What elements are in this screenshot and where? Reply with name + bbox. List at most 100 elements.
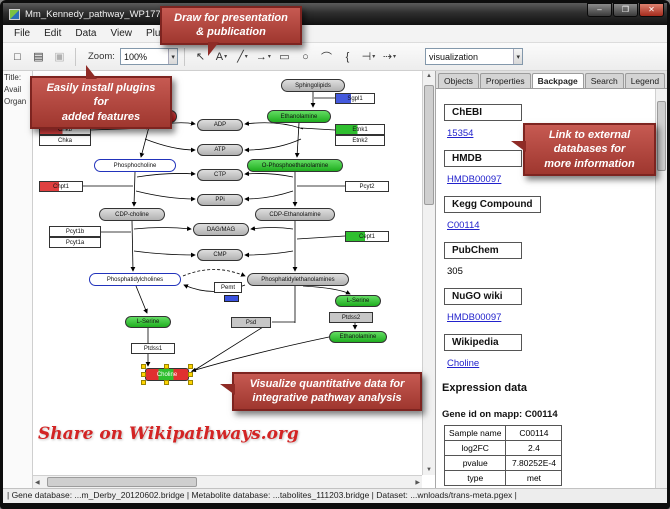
info-field-title: Title: <box>4 73 22 82</box>
pathway-node-cept1[interactable]: Cept1 <box>345 231 389 242</box>
pathway-node-ctp[interactable]: CTP <box>197 169 243 181</box>
share-on-wikipathways-text: Share on Wikipathways.org <box>38 424 299 444</box>
scroll-right-icon[interactable]: ▶ <box>415 480 420 486</box>
pathway-node-phosphatidylethanolamines[interactable]: Phosphatidylethanolamines <box>247 273 349 286</box>
menu-file[interactable]: File <box>14 28 31 39</box>
pathway-node-ethanolamine[interactable]: Ethanolamine <box>329 331 387 343</box>
canvas-vertical-scrollbar[interactable]: ▲ ▼ <box>422 71 435 475</box>
pathway-node-atp[interactable]: ATP <box>197 144 243 156</box>
title-bar[interactable]: Mm_Kennedy_pathway_WP1771_45176.gpml – ❐… <box>3 3 667 25</box>
selection-handle[interactable] <box>141 380 146 385</box>
scroll-left-icon[interactable]: ◀ <box>35 480 40 486</box>
chevron-down-icon: ▾ <box>393 54 397 60</box>
canvas-horizontal-scrollbar[interactable]: ◀ ▶ <box>33 475 422 488</box>
menu-data[interactable]: Data <box>75 28 97 39</box>
pathway-node-sphingolipids[interactable]: Sphingolipids <box>281 79 345 92</box>
pathway-node-chpt1[interactable]: Chpt1 <box>39 181 83 192</box>
pathway-node-phosphatidylcholines[interactable]: Phosphatidylcholines <box>89 273 181 286</box>
tab-backpage[interactable]: Backpage <box>531 73 584 89</box>
pathway-node-l-serine[interactable]: L-Serine <box>335 295 381 307</box>
database-header: Kegg Compound <box>444 196 541 213</box>
pathway-node-ptdss1[interactable]: Ptdss1 <box>131 343 175 354</box>
horizontal-scroll-thumb[interactable] <box>47 477 197 487</box>
pathway-node-pcyt1b[interactable]: Pcyt1b <box>49 226 101 237</box>
tab-objects[interactable]: Objects <box>438 73 479 88</box>
panel-scroll-thumb[interactable] <box>657 101 666 171</box>
minimize-button[interactable]: – <box>587 3 612 17</box>
pathway-node-chka[interactable]: Chka <box>39 135 91 146</box>
kegg-link[interactable]: C00114 <box>447 220 480 231</box>
selection-handle[interactable] <box>188 380 193 385</box>
selection-handle[interactable] <box>188 371 193 377</box>
vertical-scroll-thumb[interactable] <box>424 85 434 205</box>
arc-tool-button[interactable]: ⌒ <box>317 47 336 66</box>
callout-line: integrative pathway analysis <box>252 392 402 405</box>
wikipedia-link[interactable]: Choline <box>447 358 480 369</box>
backpage-section-chebi: ChEBI 15354 <box>444 102 651 139</box>
tab-search[interactable]: Search <box>584 73 624 88</box>
zoom-value: 100% <box>123 51 147 62</box>
pathway-node-pcyt2[interactable]: Pcyt2 <box>345 181 389 192</box>
scroll-down-icon[interactable]: ▼ <box>426 467 432 473</box>
callout-visualize: Visualize quantitative data for integrat… <box>220 372 422 411</box>
scroll-up-icon[interactable]: ▲ <box>426 73 432 79</box>
new-file-button[interactable]: □ <box>8 47 27 66</box>
chevron-down-icon: ▾ <box>372 54 376 60</box>
brace-tool-button[interactable]: { <box>338 47 357 66</box>
nugo-link[interactable]: HMDB00097 <box>447 312 502 323</box>
pathway-node-ethanolamine[interactable]: Ethanolamine <box>267 110 331 123</box>
label-tool-button[interactable]: A▾ <box>212 47 231 66</box>
rectangle-tool-button[interactable]: ▭ <box>275 47 294 66</box>
oval-tool-button[interactable]: ○ <box>296 47 315 66</box>
close-button[interactable]: ✕ <box>639 3 664 17</box>
oval-tool-icon: ○ <box>302 50 309 63</box>
pathway-node-etnk1[interactable]: Etnk1 <box>335 124 385 135</box>
zoom-combobox[interactable]: 100% <box>119 48 178 65</box>
hmdb-link[interactable]: HMDB00097 <box>447 174 502 185</box>
selection-handle[interactable] <box>188 364 193 369</box>
selection-handle[interactable] <box>141 364 146 369</box>
callout-line: Draw for presentation <box>174 12 288 24</box>
pathway-node-l-serine[interactable]: L-Serine <box>125 316 171 328</box>
open-folder-button[interactable]: ▤ <box>29 47 48 66</box>
pathway-node-cdp-ethanolamine[interactable]: CDP-Ethanolamine <box>255 208 335 221</box>
selection-handle[interactable] <box>141 371 146 377</box>
pathway-node-pcyt1a[interactable]: Pcyt1a <box>49 237 101 248</box>
maximize-button[interactable]: ❐ <box>613 3 638 17</box>
pathway-node-ppi[interactable]: PPi <box>197 194 243 206</box>
pathway-node-cdp-choline[interactable]: CDP-choline <box>99 208 165 221</box>
selection-handle[interactable] <box>164 364 169 369</box>
pathway-node-unlabeled[interactable] <box>224 295 239 302</box>
line-tool-button[interactable]: ╱▾ <box>233 47 252 66</box>
save-button[interactable]: ▣ <box>50 47 69 66</box>
table-cell: log2FC <box>443 440 507 456</box>
mim-interaction-tool-button[interactable]: ⇢▾ <box>380 47 399 66</box>
pathway-node-dag-mag[interactable]: DAG/MAG <box>193 223 249 236</box>
tbar-tool-icon: ⊣ <box>361 51 372 63</box>
selection-handle[interactable] <box>164 380 169 385</box>
pathway-node-sgpl1[interactable]: Sgpl1 <box>335 93 375 104</box>
tbar-tool-button[interactable]: ⊣▾ <box>359 47 378 66</box>
pathway-node-pemt[interactable]: Pemt <box>214 282 242 293</box>
save-icon: ▣ <box>54 51 65 63</box>
selection-tool-button[interactable]: ↖ <box>191 47 210 66</box>
callout-line: Easily install plugins for <box>46 82 156 109</box>
panel-scrollbar[interactable] <box>655 89 667 488</box>
pathway-node-etnk2[interactable]: Etnk2 <box>335 135 385 146</box>
pathway-node-phosphocholine[interactable]: Phosphocholine <box>94 159 176 172</box>
pathway-node-psd[interactable]: Psd <box>231 317 271 328</box>
pathway-node-o-phosphoethanolamine[interactable]: O-Phosphoethanolamine <box>247 159 343 172</box>
pathway-node-adp[interactable]: ADP <box>197 119 243 131</box>
tab-properties[interactable]: Properties <box>479 73 531 88</box>
pathway-node-ptdss2[interactable]: Ptdss2 <box>329 312 373 323</box>
menu-edit[interactable]: Edit <box>44 28 62 39</box>
menu-view[interactable]: View <box>110 28 132 39</box>
toolbar-file-group: □▤ ▣ <box>8 47 69 66</box>
tab-legend[interactable]: Legend <box>624 73 666 88</box>
visualization-combobox[interactable]: visualization <box>425 48 523 65</box>
pathway-node-cmp[interactable]: CMP <box>197 249 243 261</box>
table-row: Sample name C00114 <box>443 425 563 441</box>
arrow-tool-button[interactable]: →▾ <box>254 47 273 66</box>
chebi-link[interactable]: 15354 <box>447 128 474 139</box>
